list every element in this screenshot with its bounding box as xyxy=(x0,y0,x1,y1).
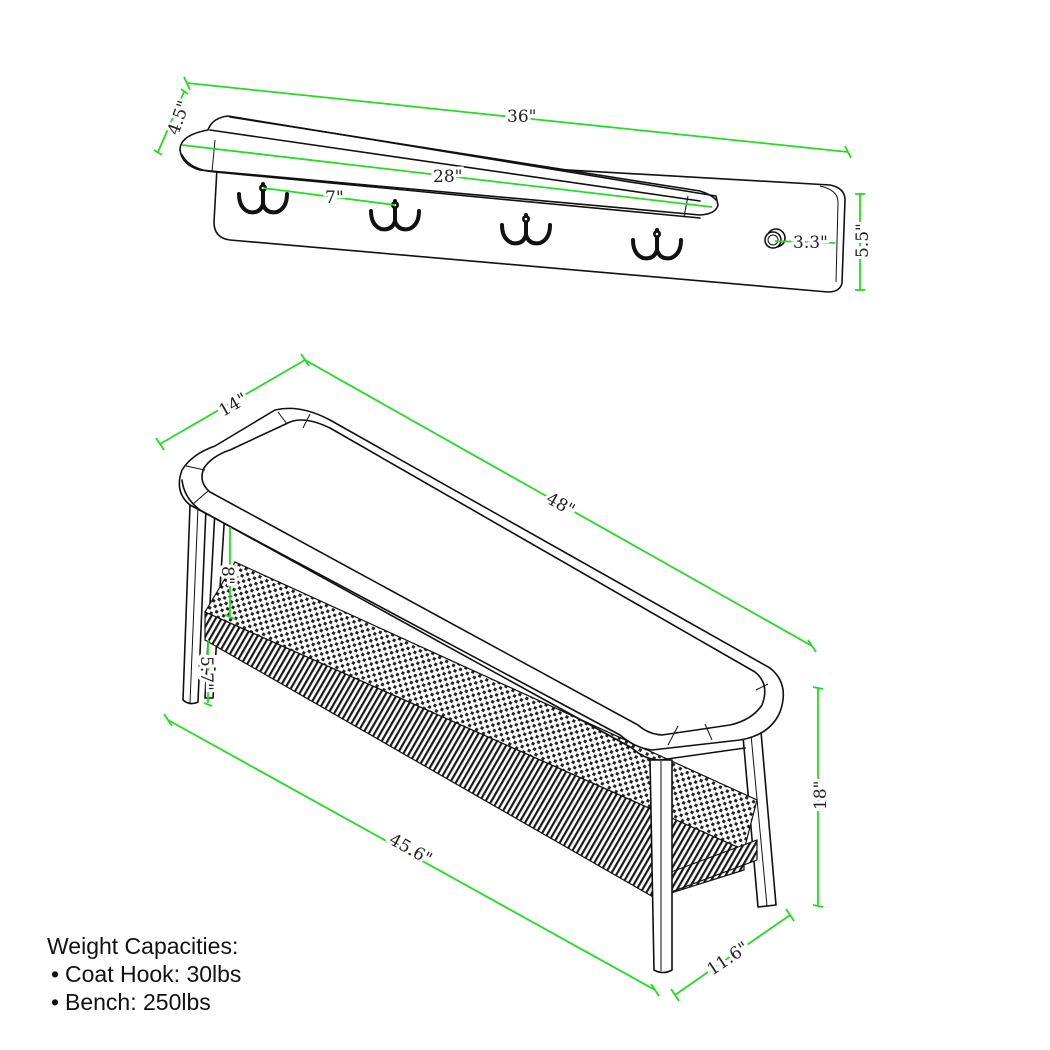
bench-woven-shelf xyxy=(204,561,758,899)
weight-capacities: Weight Capacities: •Coat Hook: 30lbs •Be… xyxy=(47,932,241,1016)
weight-capacities-title: Weight Capacities: xyxy=(47,933,239,959)
dim-shelf-depth: 11.6" xyxy=(704,938,753,980)
coat-hook-3 xyxy=(500,213,552,246)
bench-top xyxy=(178,407,785,751)
dim-panel-height: 5.5" xyxy=(853,223,873,258)
dim-hook-spacing: 7" xyxy=(325,188,344,208)
coat-hook-4 xyxy=(631,228,683,261)
dim-shelf-length: 45.6" xyxy=(386,830,436,870)
dim-shelf-width: 28" xyxy=(433,167,462,187)
weight-item-label: Bench: 250lbs xyxy=(65,989,211,1015)
dim-shelf-depth: 4.5" xyxy=(164,98,195,138)
coat-rack-knob xyxy=(764,228,786,249)
dim-bench-length: 48" xyxy=(543,489,578,521)
dim-knob-offset: 3.3" xyxy=(793,233,828,253)
dim-bench-height: 18" xyxy=(811,781,831,810)
weight-item-label: Coat Hook: 30lbs xyxy=(65,961,242,987)
bullet: • xyxy=(51,961,60,987)
weight-item-coat-hook: •Coat Hook: 30lbs xyxy=(47,960,241,988)
bullet: • xyxy=(51,989,60,1015)
bench: 14" 48" 8" 5.7" 18" 45.6" 11.6" xyxy=(155,353,834,1002)
bench-dimensions xyxy=(155,353,824,1002)
dim-shelf-to-floor: 5.7" xyxy=(196,656,216,691)
coat-rack: 36" 4.5" 28" 7" 3.3" 5.5" xyxy=(153,76,876,293)
dim-shelf-clearance: 8" xyxy=(217,566,237,585)
coat-rack-shelf xyxy=(179,115,719,216)
dim-overall-width: 36" xyxy=(507,107,536,127)
weight-item-bench: •Bench: 250lbs xyxy=(47,988,241,1016)
coat-rack-dimensions xyxy=(153,76,865,291)
